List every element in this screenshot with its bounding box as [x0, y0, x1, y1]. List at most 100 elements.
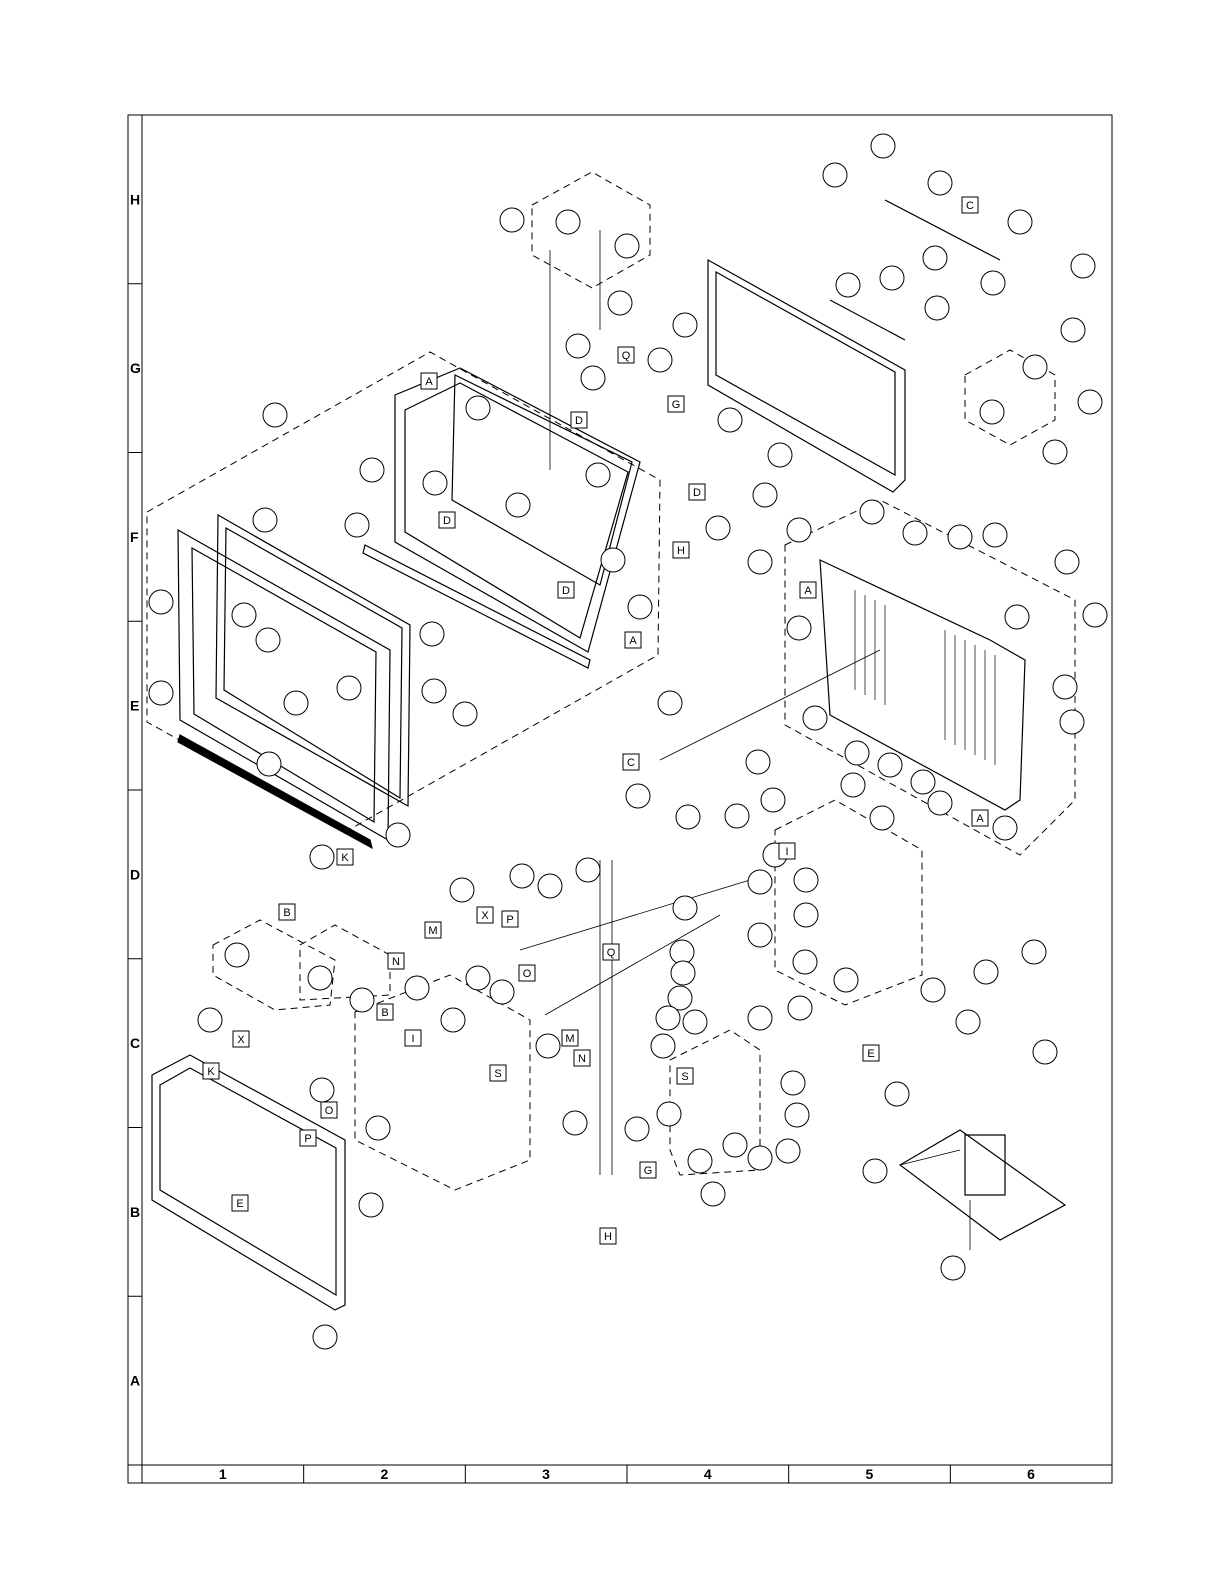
row-label-h: H	[130, 191, 140, 207]
part-number-balloon	[586, 463, 610, 487]
callout-letter: A	[804, 585, 812, 597]
part-number-balloon	[386, 823, 410, 847]
callout-box-s: S	[677, 1068, 693, 1084]
part-number-balloon	[232, 603, 256, 627]
row-label-c: C	[130, 1035, 140, 1051]
part-number-balloon	[980, 400, 1004, 424]
callout-letter: D	[443, 515, 451, 527]
stand	[900, 1130, 1065, 1240]
part-number-balloon	[885, 1082, 909, 1106]
part-number-balloon	[656, 1006, 680, 1030]
part-number-balloon	[450, 878, 474, 902]
column-label-5: 5	[866, 1466, 874, 1482]
part-number-balloon	[256, 628, 280, 652]
callout-box-s: S	[490, 1065, 506, 1081]
callout-letter: G	[672, 399, 681, 411]
part-number-balloon	[506, 493, 530, 517]
part-number-balloon	[149, 681, 173, 705]
callout-letter: X	[237, 1034, 245, 1046]
part-number-balloon	[628, 595, 652, 619]
part-number-balloon	[787, 518, 811, 542]
callout-box-e: E	[232, 1195, 248, 1211]
part-number-balloon	[688, 1149, 712, 1173]
callout-letter: S	[494, 1068, 501, 1080]
callout-letter: E	[236, 1198, 243, 1210]
part-number-balloon	[1043, 440, 1067, 464]
part-number-balloon	[911, 770, 935, 794]
part-number-balloon	[453, 702, 477, 726]
callout-box-i: I	[779, 843, 795, 859]
callout-letter: M	[565, 1033, 574, 1045]
part-number-balloon	[676, 805, 700, 829]
callout-box-i: I	[405, 1030, 421, 1046]
front-strip	[178, 735, 372, 848]
part-number-balloon	[903, 521, 927, 545]
part-number-balloon	[718, 408, 742, 432]
part-number-balloon	[310, 1078, 334, 1102]
part-number-balloon	[870, 806, 894, 830]
part-number-balloon	[466, 966, 490, 990]
part-number-balloon	[925, 296, 949, 320]
part-number-balloon	[1078, 390, 1102, 414]
chassis-inner	[716, 272, 895, 475]
part-number-balloon	[576, 858, 600, 882]
callout-letter: X	[481, 910, 489, 922]
lower-rear-frame-inner	[160, 1068, 336, 1295]
row-label-a: A	[130, 1373, 140, 1389]
part-number-balloon	[313, 1325, 337, 1349]
part-number-balloon	[149, 590, 173, 614]
part-number-balloon	[225, 943, 249, 967]
part-number-balloon	[748, 870, 772, 894]
part-number-balloon	[823, 163, 847, 187]
part-number-balloon	[1023, 355, 1047, 379]
callout-box-h: H	[673, 542, 689, 558]
rear-chassis	[708, 200, 1000, 492]
callout-box-a: A	[800, 582, 816, 598]
callout-letter: O	[325, 1105, 334, 1117]
callout-box-d: D	[558, 582, 574, 598]
part-number-balloon	[360, 458, 384, 482]
part-number-balloon	[748, 550, 772, 574]
part-number-balloon	[928, 791, 952, 815]
part-number-balloon	[657, 1102, 681, 1126]
part-number-balloon	[761, 788, 785, 812]
part-number-balloon	[768, 443, 792, 467]
part-number-balloon	[776, 1139, 800, 1163]
part-number-balloon	[1060, 710, 1084, 734]
callout-box-c: C	[962, 197, 978, 213]
part-number-balloon	[626, 784, 650, 808]
part-number-balloon	[671, 961, 695, 985]
callout-letter: A	[629, 635, 637, 647]
part-number-balloon	[536, 1034, 560, 1058]
callout-box-n: N	[574, 1050, 590, 1066]
chassis-outer	[708, 260, 905, 492]
part-number-balloon	[983, 523, 1007, 547]
callout-letter: B	[381, 1007, 388, 1019]
part-number-balloon	[257, 752, 281, 776]
part-number-balloon	[350, 988, 374, 1012]
part-number-balloon	[701, 1182, 725, 1206]
part-number-balloon	[366, 1116, 390, 1140]
part-number-balloon	[673, 313, 697, 337]
part-number-balloon	[422, 679, 446, 703]
frame-border	[128, 115, 1112, 1483]
part-number-balloon	[834, 968, 858, 992]
part-number-balloon	[556, 210, 580, 234]
part-number-balloon	[1071, 254, 1095, 278]
callout-box-k: K	[203, 1063, 219, 1079]
part-number-balloon	[860, 500, 884, 524]
callout-letter: B	[283, 907, 290, 919]
part-number-balloon	[683, 1010, 707, 1034]
callout-letter: A	[425, 376, 433, 388]
part-number-balloon	[794, 868, 818, 892]
callout-box-m: M	[562, 1030, 578, 1046]
callout-box-b: B	[377, 1004, 393, 1020]
part-number-balloon	[1053, 675, 1077, 699]
part-number-balloon	[601, 548, 625, 572]
callout-box-q: Q	[618, 347, 634, 363]
part-number-balloon	[993, 816, 1017, 840]
sub-board-group-outline	[300, 925, 390, 1000]
column-label-3: 3	[542, 1466, 550, 1482]
callout-letter: K	[207, 1066, 215, 1078]
